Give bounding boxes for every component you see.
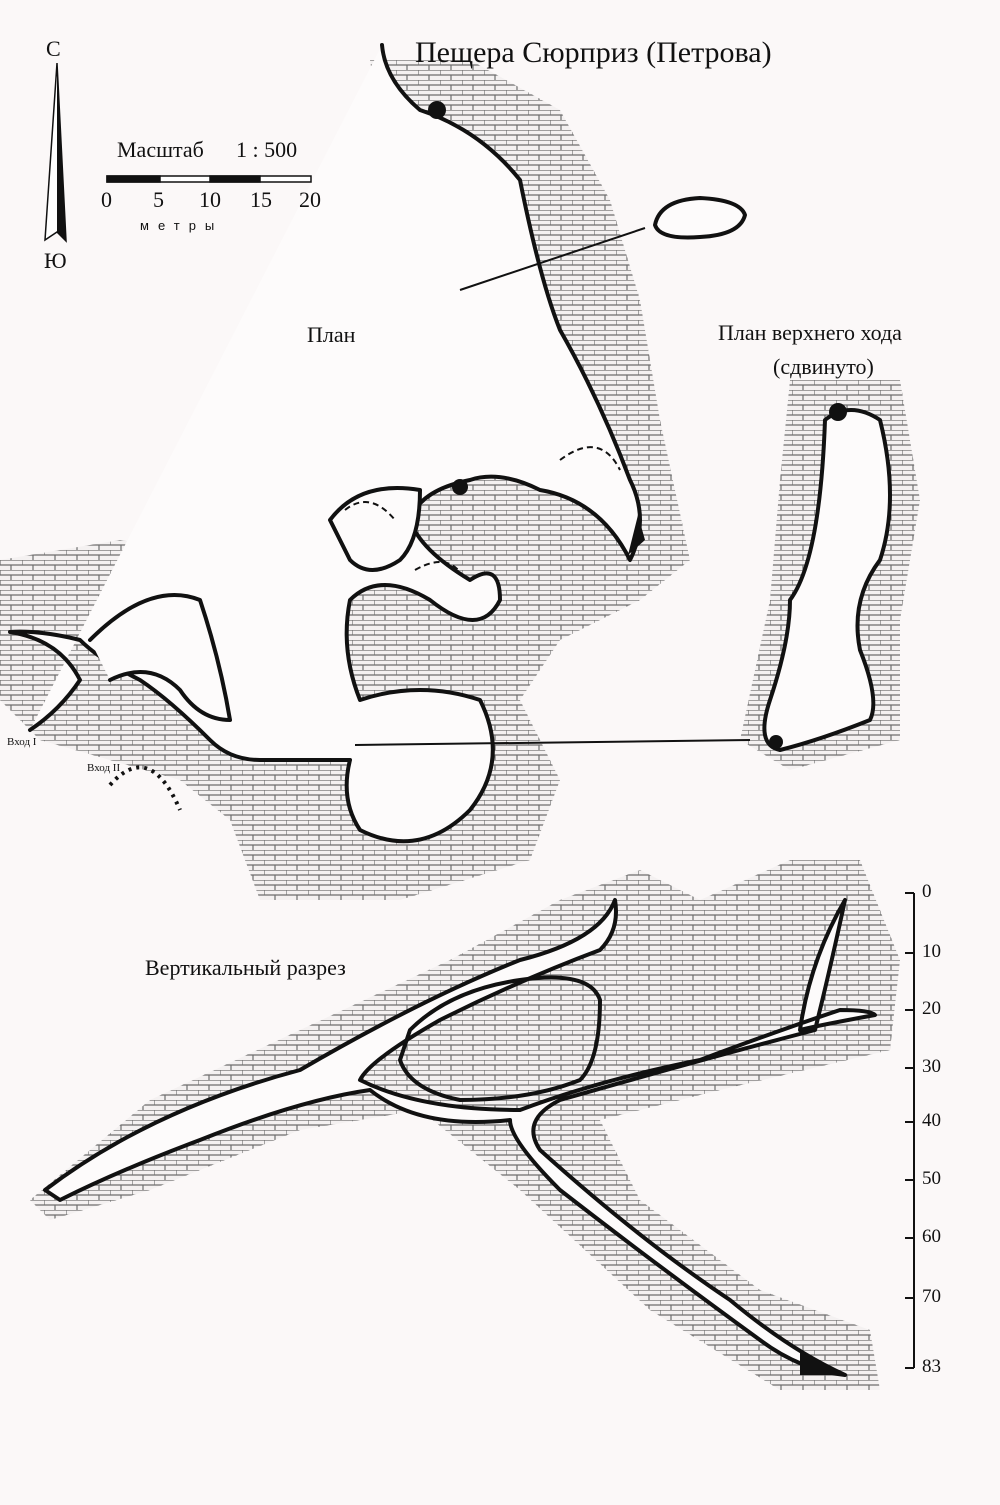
- upper-level-small: [653, 196, 747, 240]
- upper-plan-label: План верхнего хода: [718, 320, 902, 345]
- upper-plan-note: (сдвинуто): [773, 354, 874, 379]
- depth-label: 50: [922, 1168, 941, 1189]
- survey-links: [344, 227, 751, 746]
- section-label: Вертикальный разрез: [145, 955, 346, 980]
- scale-unit: метры: [140, 218, 224, 233]
- plan-side-loop: [328, 486, 422, 572]
- depth-label: 40: [922, 1110, 941, 1131]
- depth-scale: [905, 892, 915, 1369]
- scale-tick: 5: [153, 187, 164, 212]
- depth-label: 60: [922, 1226, 941, 1247]
- depth-label: 30: [922, 1056, 941, 1077]
- scale-tick: 0: [101, 187, 112, 212]
- north-arrow-icon: [44, 62, 67, 243]
- north-label: С: [46, 36, 61, 61]
- depth-label: 0: [922, 881, 932, 902]
- legend-panel: С Ю Масштаб 1 : 500 0 5 10 15 20 метры: [0, 0, 345, 285]
- scale-tick: 20: [299, 187, 321, 212]
- cave-passages: [8, 43, 892, 1377]
- plan-west-room: [88, 593, 232, 722]
- scale-tick: 10: [199, 187, 221, 212]
- scale-bar: [106, 175, 312, 183]
- scale-ratio: 1 : 500: [236, 137, 298, 162]
- upper-level-plan: [762, 408, 892, 752]
- entrance-1-label: Вход I: [7, 736, 37, 748]
- scale-label: Масштаб: [117, 137, 204, 162]
- map-title: Пещера Сюрприз (Петрова): [415, 36, 772, 69]
- entrance-2-label: Вход II: [87, 762, 121, 774]
- depth-label: 83: [922, 1356, 941, 1377]
- south-label: Ю: [44, 248, 67, 273]
- plan-label: План: [307, 322, 356, 347]
- section-loop: [398, 975, 602, 1102]
- depth-label: 20: [922, 998, 941, 1019]
- entrance-markers: [108, 101, 848, 1375]
- section-main: [43, 898, 877, 1377]
- depth-label: 10: [922, 941, 941, 962]
- depth-label: 70: [922, 1286, 941, 1307]
- scale-tick: 15: [250, 187, 272, 212]
